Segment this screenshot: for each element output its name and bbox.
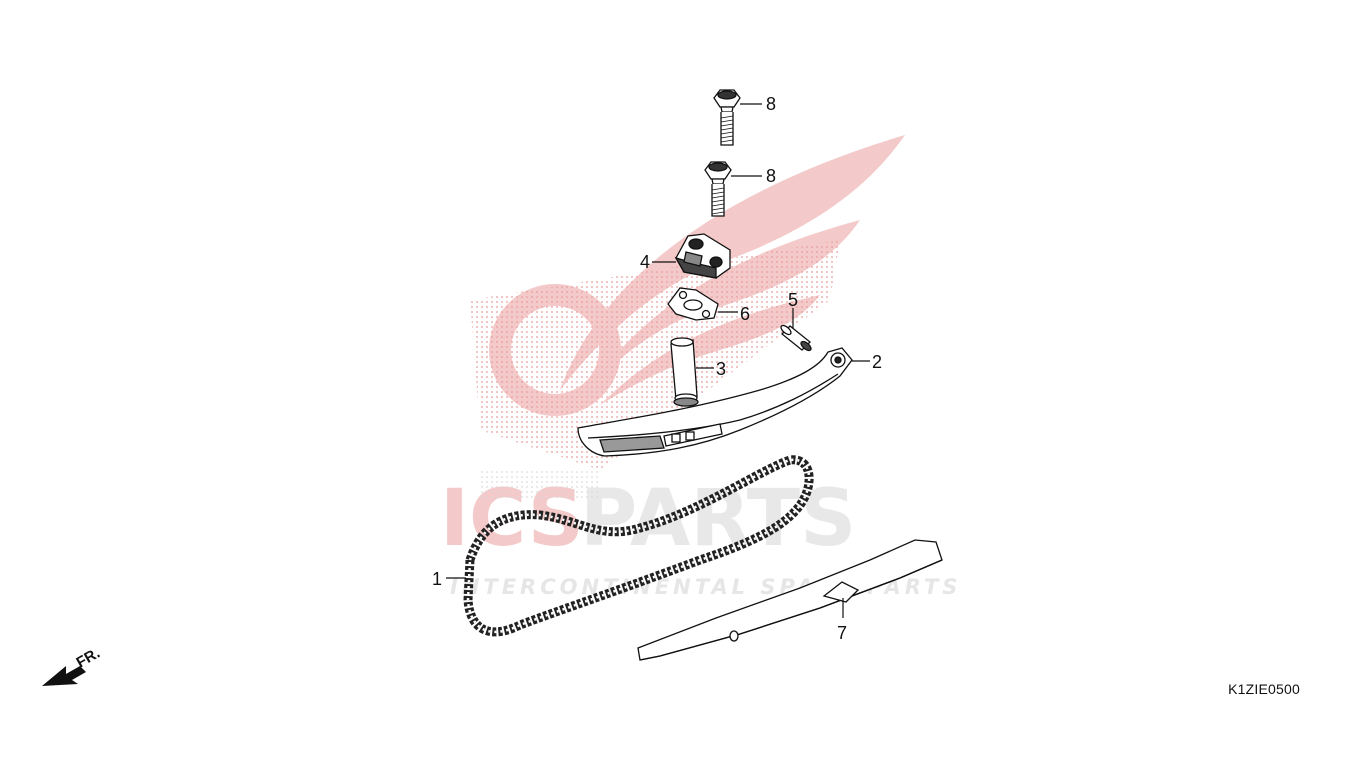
part-6-gasket[interactable]: [667, 287, 719, 321]
part-8-bolt-lower[interactable]: [704, 161, 732, 217]
callout-7: 7: [837, 623, 847, 643]
callout-1: 1: [432, 569, 442, 589]
watermark: ICS PARTS INTERCONTINENTAL SPARE PARTS: [440, 135, 957, 599]
watermark-wing-logo: [470, 135, 905, 470]
callout-4: 4: [640, 252, 650, 272]
part-3-tensioner-lifter[interactable]: [670, 337, 699, 407]
callout-3: 3: [716, 359, 726, 379]
callout-2: 2: [872, 352, 882, 372]
part-1-cam-chain[interactable]: [463, 455, 814, 637]
part-8-bolt-upper[interactable]: [713, 89, 741, 146]
front-arrow-icon: FR.: [42, 645, 103, 686]
part-7-chain-guide[interactable]: [637, 539, 943, 661]
part-2-tensioner-arm[interactable]: [577, 347, 853, 457]
callout-6: 6: [740, 304, 750, 324]
callout-8-lower: 8: [766, 166, 776, 186]
diagram-code: K1ZIE0500: [1228, 681, 1300, 697]
callout-8-upper: 8: [766, 94, 776, 114]
part-5-pivot-pin[interactable]: [779, 324, 812, 352]
part-4-lifter-cover[interactable]: [674, 233, 731, 279]
callout-5: 5: [788, 290, 798, 310]
